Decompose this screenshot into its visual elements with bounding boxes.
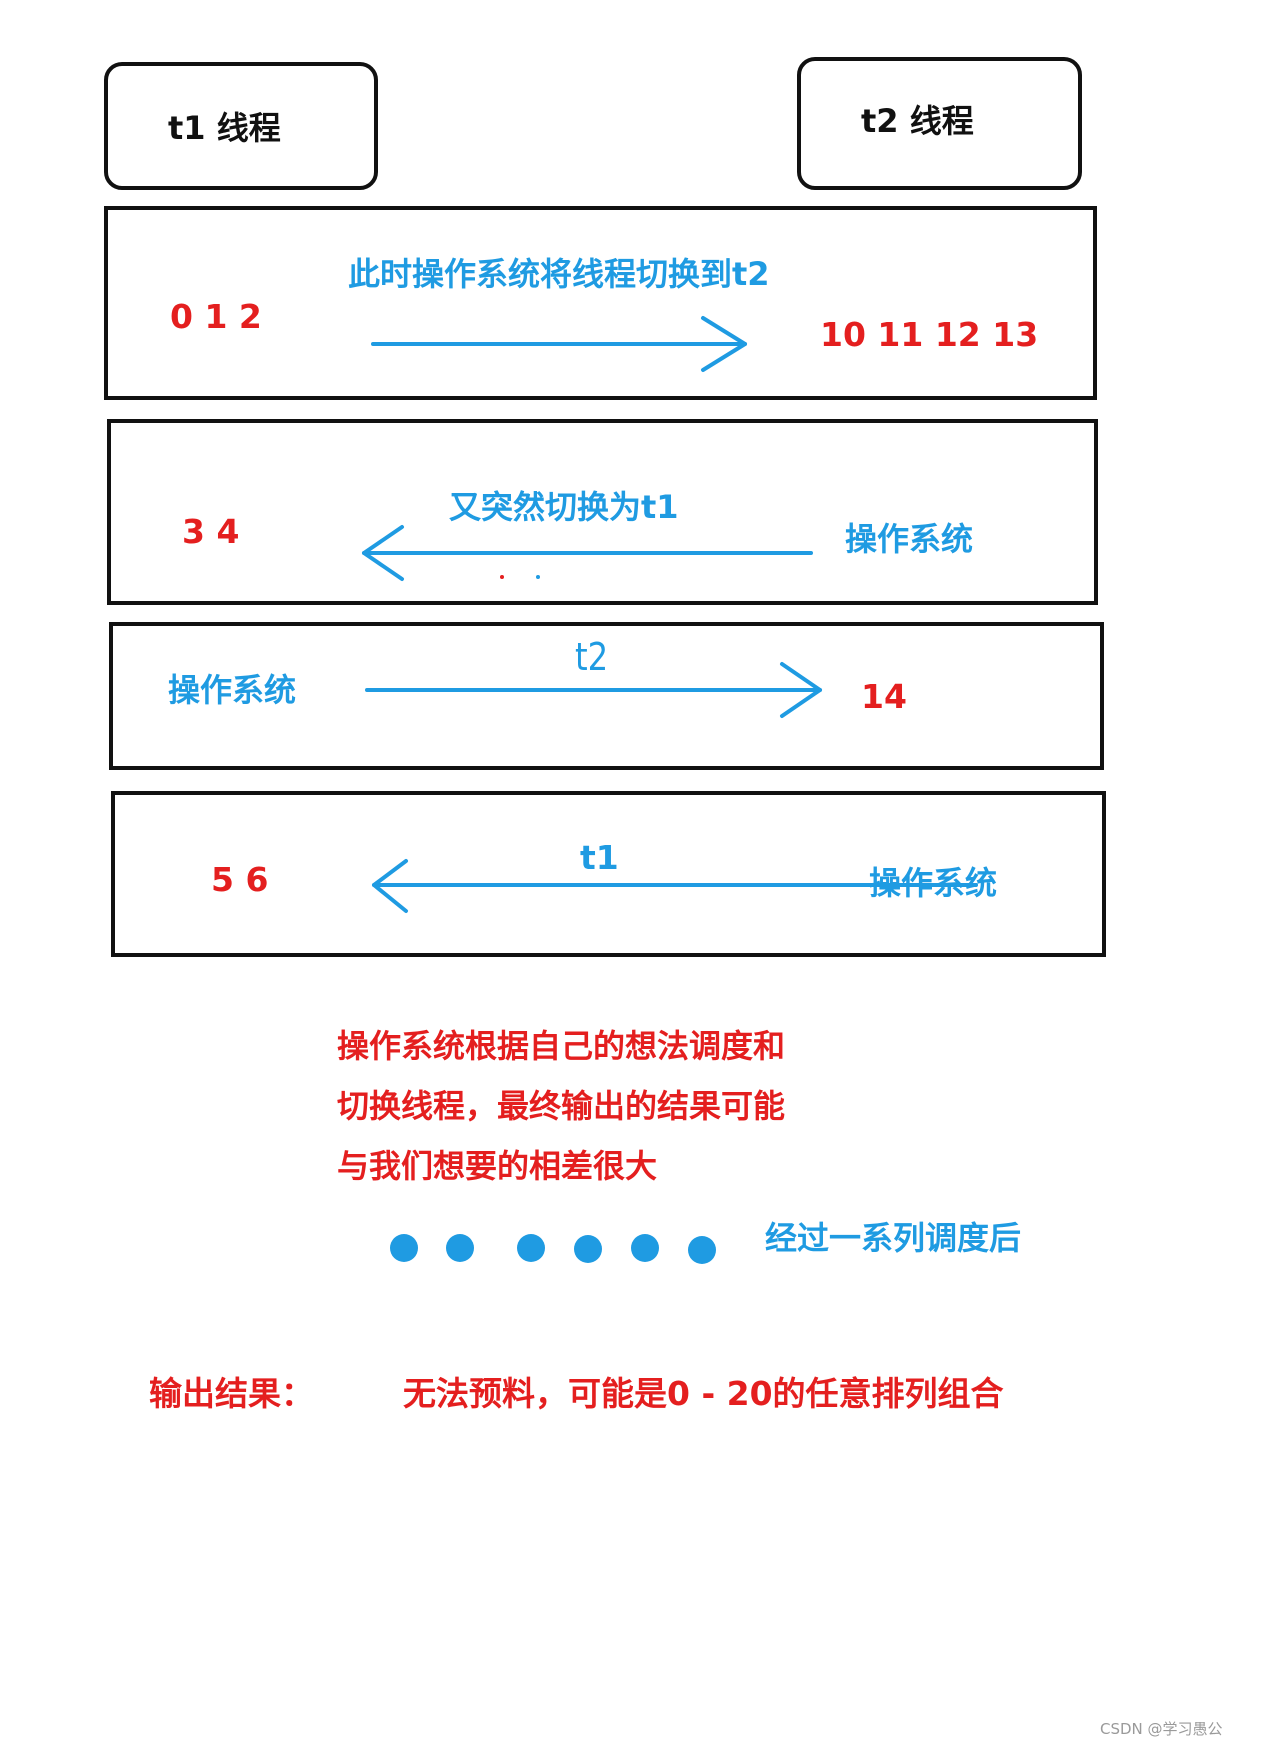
step-3-left-value: 操作系统	[168, 671, 297, 709]
result-label: 输出结果：	[149, 1374, 314, 1413]
step-3-arrow-right-icon	[365, 662, 822, 718]
step-3-panel: 操作系统 t2 14	[109, 622, 1104, 770]
ellipsis-dot-icon	[574, 1235, 602, 1263]
step-3-right-value: 14	[861, 677, 907, 716]
step-4-left-value: 5 6	[211, 860, 269, 899]
thread-t1-label: t1 线程	[168, 109, 281, 147]
step-4-caption: t1	[580, 838, 619, 877]
explanation-line-3: 与我们想要的相差很大	[337, 1147, 658, 1185]
step-3-caption: t2	[575, 635, 609, 679]
thread-t2-label: t2 线程	[861, 102, 974, 140]
ellipsis-dot-icon	[390, 1234, 418, 1262]
step-1-panel: 0 1 2 此时操作系统将线程切换到t2 10 11 12 13	[104, 206, 1097, 400]
ellipsis-dot-icon	[446, 1234, 474, 1262]
step-2-caption: 又突然切换为t1	[449, 488, 679, 526]
step-1-arrow-right-icon	[371, 316, 747, 372]
stray-mark-blue	[536, 575, 540, 579]
watermark: CSDN @学习愚公	[1100, 1720, 1223, 1738]
ellipsis-dot-icon	[631, 1234, 659, 1262]
continuation-label: 经过一系列调度后	[765, 1219, 1022, 1257]
step-2-arrow-left-icon	[362, 525, 813, 581]
thread-t1-box: t1 线程	[104, 62, 378, 190]
explanation-line-1: 操作系统根据自己的想法调度和	[337, 1027, 786, 1065]
step-1-right-value: 10 11 12 13	[820, 315, 1039, 354]
step-2-right-value: 操作系统	[845, 520, 974, 558]
step-4-panel: 5 6 t1 操作系统	[111, 791, 1106, 957]
ellipsis-dot-icon	[688, 1236, 716, 1264]
step-2-left-value: 3 4	[182, 512, 240, 551]
stray-mark-red	[500, 575, 504, 579]
thread-t2-box: t2 线程	[797, 57, 1082, 190]
result-value: 无法预料，可能是0 - 20的任意排列组合	[403, 1374, 1004, 1413]
step-1-left-value: 0 1 2	[170, 297, 262, 336]
explanation-line-2: 切换线程，最终输出的结果可能	[337, 1087, 786, 1125]
step-2-panel: 3 4 又突然切换为t1 操作系统	[107, 419, 1098, 605]
step-1-caption: 此时操作系统将线程切换到t2	[348, 255, 770, 293]
ellipsis-dot-icon	[517, 1234, 545, 1262]
step-4-arrow-left-icon	[372, 859, 978, 913]
